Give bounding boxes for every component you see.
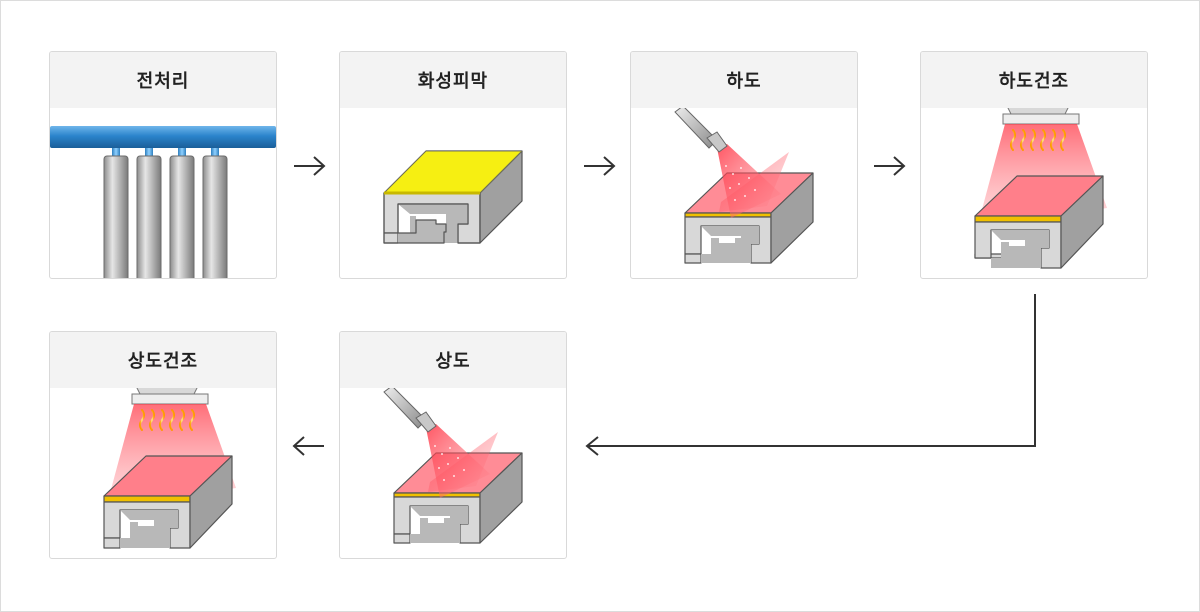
step-title: 상도건조 (50, 332, 276, 388)
arrow-right-icon (584, 156, 616, 176)
step-title: 화성피막 (340, 52, 566, 108)
step-card-topcoat: 상도 (339, 331, 567, 559)
step-card-conversion-coating: 화성피막 (339, 51, 567, 279)
step-card-primer-drying: 하도건조 (920, 51, 1148, 279)
step-card-primer: 하도 (630, 51, 858, 279)
step-title: 하도건조 (921, 52, 1147, 108)
heat-lamp-icon (103, 388, 236, 549)
arrow-right-icon (294, 156, 326, 176)
step-title: 전처리 (50, 52, 276, 108)
spray-gun-icon (674, 108, 814, 264)
step-card-topcoat-drying: 상도건조 (49, 331, 277, 559)
profile-block-icon (383, 150, 523, 244)
step-title: 하도 (631, 52, 857, 108)
step-title: 상도 (340, 332, 566, 388)
spray-gun-icon (383, 388, 523, 544)
arrow-right-icon (874, 156, 906, 176)
step-card-pretreatment: 전처리 (49, 51, 277, 279)
heat-lamp-icon (974, 108, 1107, 269)
arrow-left-icon (292, 436, 324, 456)
pipe-nozzle-illustration (50, 126, 276, 278)
